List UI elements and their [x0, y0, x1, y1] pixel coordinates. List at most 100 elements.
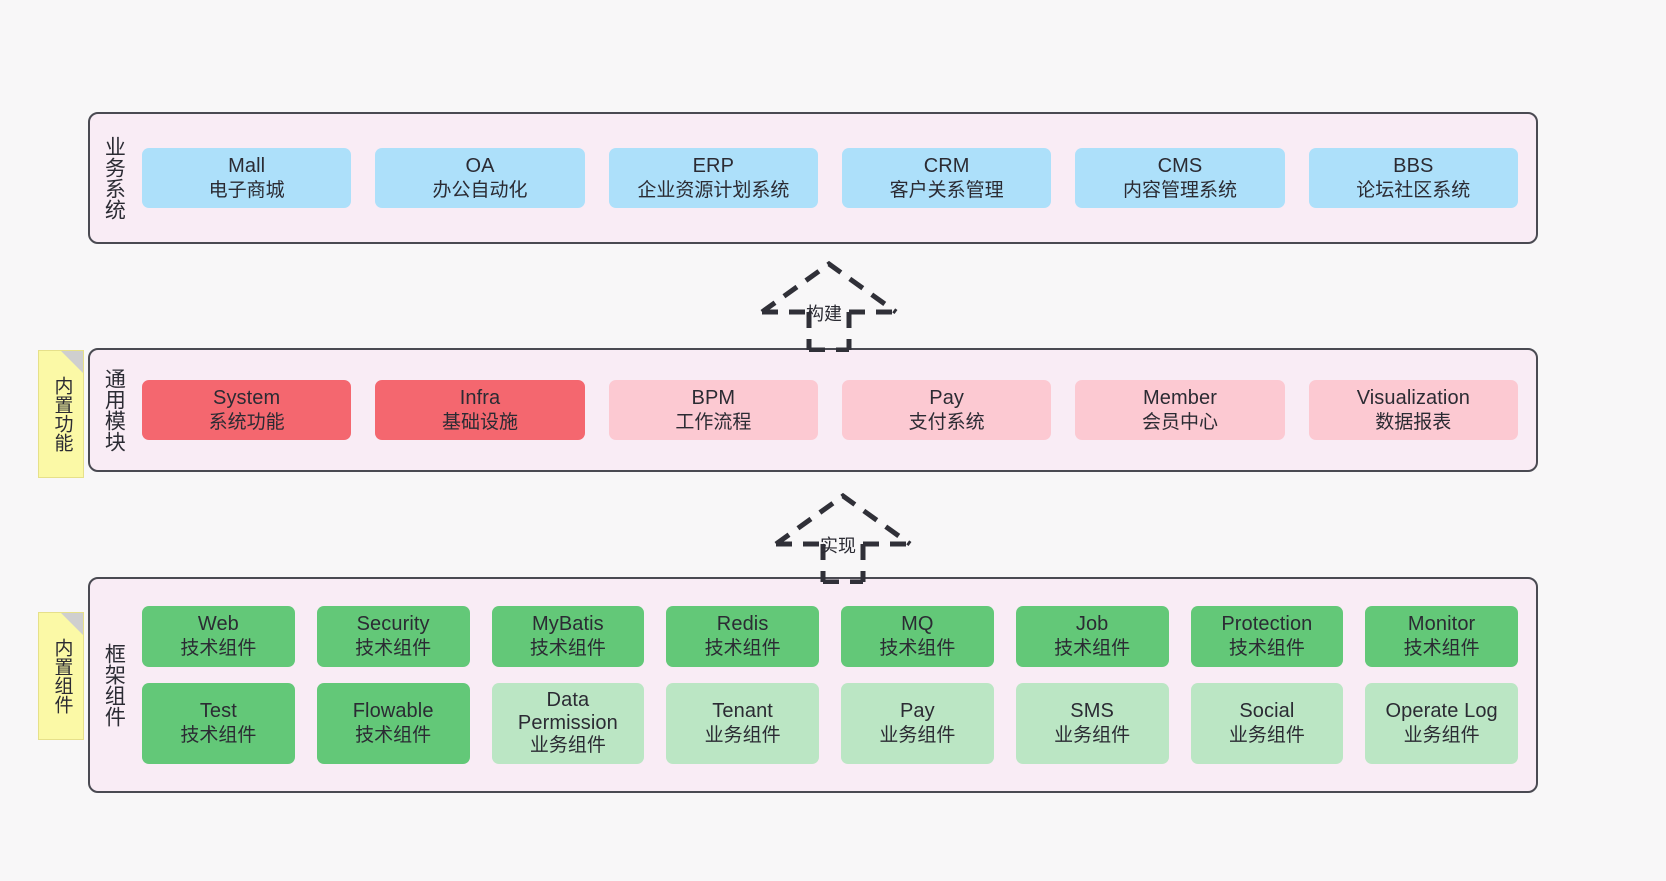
node-social[interactable]: Social 业务组件: [1190, 683, 1344, 764]
node-mq-en: MQ: [901, 613, 934, 636]
node-infra-en: Infra: [459, 386, 501, 409]
node-pay-module-cn: 支付系统: [908, 411, 985, 433]
node-visualization-en: Visualization: [1356, 386, 1470, 409]
node-operate-log-en: Operate Log: [1385, 700, 1498, 722]
node-cms-en: CMS: [1157, 154, 1203, 177]
node-visualization[interactable]: Visualization 数据报表: [1308, 379, 1518, 441]
node-pay-component-cn: 业务组件: [879, 725, 956, 746]
node-cms-cn: 内容管理系统: [1122, 179, 1237, 201]
layer-business-systems-body: Mall 电子商城 OA 办公自动化 ERP 企业资源计划系统 CRM 客户关系…: [136, 114, 1536, 242]
node-data-permission[interactable]: Data Permission 业务组件: [491, 683, 645, 764]
note-fold-icon: [61, 613, 83, 635]
node-bpm-en: BPM: [691, 386, 736, 409]
node-web-en: Web: [197, 613, 239, 636]
layer-framework-components-body: Web 技术组件 Security 技术组件 MyBatis 技术组件 Redi…: [136, 579, 1536, 791]
node-mq-cn: 技术组件: [879, 638, 956, 660]
node-flowable-en: Flowable: [352, 700, 434, 722]
node-erp-en: ERP: [692, 154, 735, 177]
node-oa-cn: 办公自动化: [432, 179, 528, 201]
node-job-cn: 技术组件: [1054, 638, 1131, 660]
node-tenant-cn: 业务组件: [704, 725, 781, 746]
node-mybatis[interactable]: MyBatis 技术组件: [491, 606, 645, 668]
node-security-cn: 技术组件: [355, 638, 432, 660]
node-social-cn: 业务组件: [1228, 725, 1305, 746]
node-redis[interactable]: Redis 技术组件: [666, 606, 819, 668]
layer-framework-components: 框架组件 Web 技术组件 Security 技术组件 MyBatis 技术组件…: [88, 577, 1538, 793]
note-builtin-components: 内置组件: [38, 612, 84, 740]
layer-common-modules-body: System 系统功能 Infra 基础设施 BPM 工作流程 Pay 支付系统…: [136, 350, 1536, 470]
node-bbs-cn: 论坛社区系统: [1356, 179, 1471, 201]
node-mq[interactable]: MQ 技术组件: [841, 606, 994, 668]
node-visualization-cn: 数据报表: [1375, 411, 1452, 433]
node-job[interactable]: Job 技术组件: [1015, 606, 1169, 668]
node-flowable[interactable]: Flowable 技术组件: [316, 683, 470, 764]
node-pay-component[interactable]: Pay 业务组件: [841, 683, 994, 764]
node-crm-en: CRM: [923, 154, 970, 177]
node-member[interactable]: Member 会员中心: [1075, 379, 1285, 441]
node-redis-cn: 技术组件: [704, 638, 781, 660]
layer-framework-components-title: 框架组件: [102, 643, 126, 727]
node-protection-cn: 技术组件: [1228, 638, 1305, 660]
node-member-en: Member: [1143, 386, 1217, 409]
node-operate-log-cn: 业务组件: [1403, 725, 1480, 746]
layer-business-systems: 业务系统 Mall 电子商城 OA 办公自动化 ERP 企业资源计划系统 CRM…: [88, 112, 1538, 244]
node-sms-en: SMS: [1070, 700, 1114, 722]
node-bpm-cn: 工作流程: [675, 411, 752, 433]
node-pay-module[interactable]: Pay 支付系统: [841, 379, 1052, 441]
node-oa[interactable]: OA 办公自动化: [375, 147, 585, 209]
node-security-en: Security: [356, 613, 430, 636]
connector-build: 构建: [754, 256, 904, 353]
node-pay-module-en: Pay: [929, 386, 965, 409]
node-test[interactable]: Test 技术组件: [142, 683, 295, 764]
node-crm[interactable]: CRM 客户关系管理: [841, 147, 1052, 209]
node-data-permission-en: Data Permission: [517, 689, 618, 734]
node-bpm[interactable]: BPM 工作流程: [608, 379, 818, 441]
node-tenant-en: Tenant: [712, 700, 773, 722]
connector-implement-label: 实现: [820, 536, 856, 556]
note-builtin-components-text: 内置组件: [51, 638, 73, 714]
node-monitor-en: Monitor: [1407, 613, 1476, 636]
generalization-arrow-icon: [774, 492, 912, 585]
framework-tech-row: Web 技术组件 Security 技术组件 MyBatis 技术组件 Redi…: [142, 606, 1518, 668]
layer-common-modules: 通用模块 System 系统功能 Infra 基础设施 BPM 工作流程 Pay…: [88, 348, 1538, 472]
node-redis-en: Redis: [716, 613, 769, 636]
connector-implement: 实现: [768, 488, 918, 585]
node-data-permission-cn: 业务组件: [529, 734, 606, 756]
node-monitor-cn: 技术组件: [1403, 638, 1480, 660]
node-sms[interactable]: SMS 业务组件: [1015, 683, 1169, 764]
node-system[interactable]: System 系统功能: [142, 379, 352, 441]
node-system-en: System: [213, 386, 281, 409]
node-protection[interactable]: Protection 技术组件: [1190, 606, 1344, 668]
node-mall-en: Mall: [228, 154, 266, 177]
node-erp-cn: 企业资源计划系统: [637, 179, 790, 201]
connector-build-label: 构建: [806, 304, 842, 324]
layer-business-systems-title: 业务系统: [102, 136, 126, 220]
node-web[interactable]: Web 技术组件: [142, 606, 295, 668]
note-builtin-features: 内置功能: [38, 350, 84, 478]
node-member-cn: 会员中心: [1141, 411, 1218, 433]
node-oa-en: OA: [465, 154, 495, 177]
node-web-cn: 技术组件: [180, 638, 257, 660]
framework-business-row: Test 技术组件 Flowable 技术组件 Data Permission …: [142, 683, 1518, 764]
node-mall[interactable]: Mall 电子商城: [142, 147, 352, 209]
node-security[interactable]: Security 技术组件: [316, 606, 470, 668]
node-tenant[interactable]: Tenant 业务组件: [666, 683, 819, 764]
node-operate-log[interactable]: Operate Log 业务组件: [1365, 683, 1518, 764]
node-mybatis-cn: 技术组件: [529, 638, 606, 660]
node-infra[interactable]: Infra 基础设施: [375, 379, 585, 441]
node-system-cn: 系统功能: [208, 411, 285, 433]
node-crm-cn: 客户关系管理: [889, 179, 1004, 201]
node-bbs[interactable]: BBS 论坛社区系统: [1308, 147, 1518, 209]
node-protection-en: Protection: [1221, 613, 1313, 636]
node-cms[interactable]: CMS 内容管理系统: [1075, 147, 1285, 209]
note-fold-icon: [61, 351, 83, 373]
node-erp[interactable]: ERP 企业资源计划系统: [608, 147, 818, 209]
layer-common-modules-title: 通用模块: [102, 368, 126, 452]
node-test-cn: 技术组件: [180, 725, 257, 746]
node-sms-cn: 业务组件: [1054, 725, 1131, 746]
node-infra-cn: 基础设施: [441, 411, 518, 433]
node-monitor[interactable]: Monitor 技术组件: [1365, 606, 1518, 668]
note-builtin-features-text: 内置功能: [51, 376, 73, 452]
node-flowable-cn: 技术组件: [355, 725, 432, 746]
